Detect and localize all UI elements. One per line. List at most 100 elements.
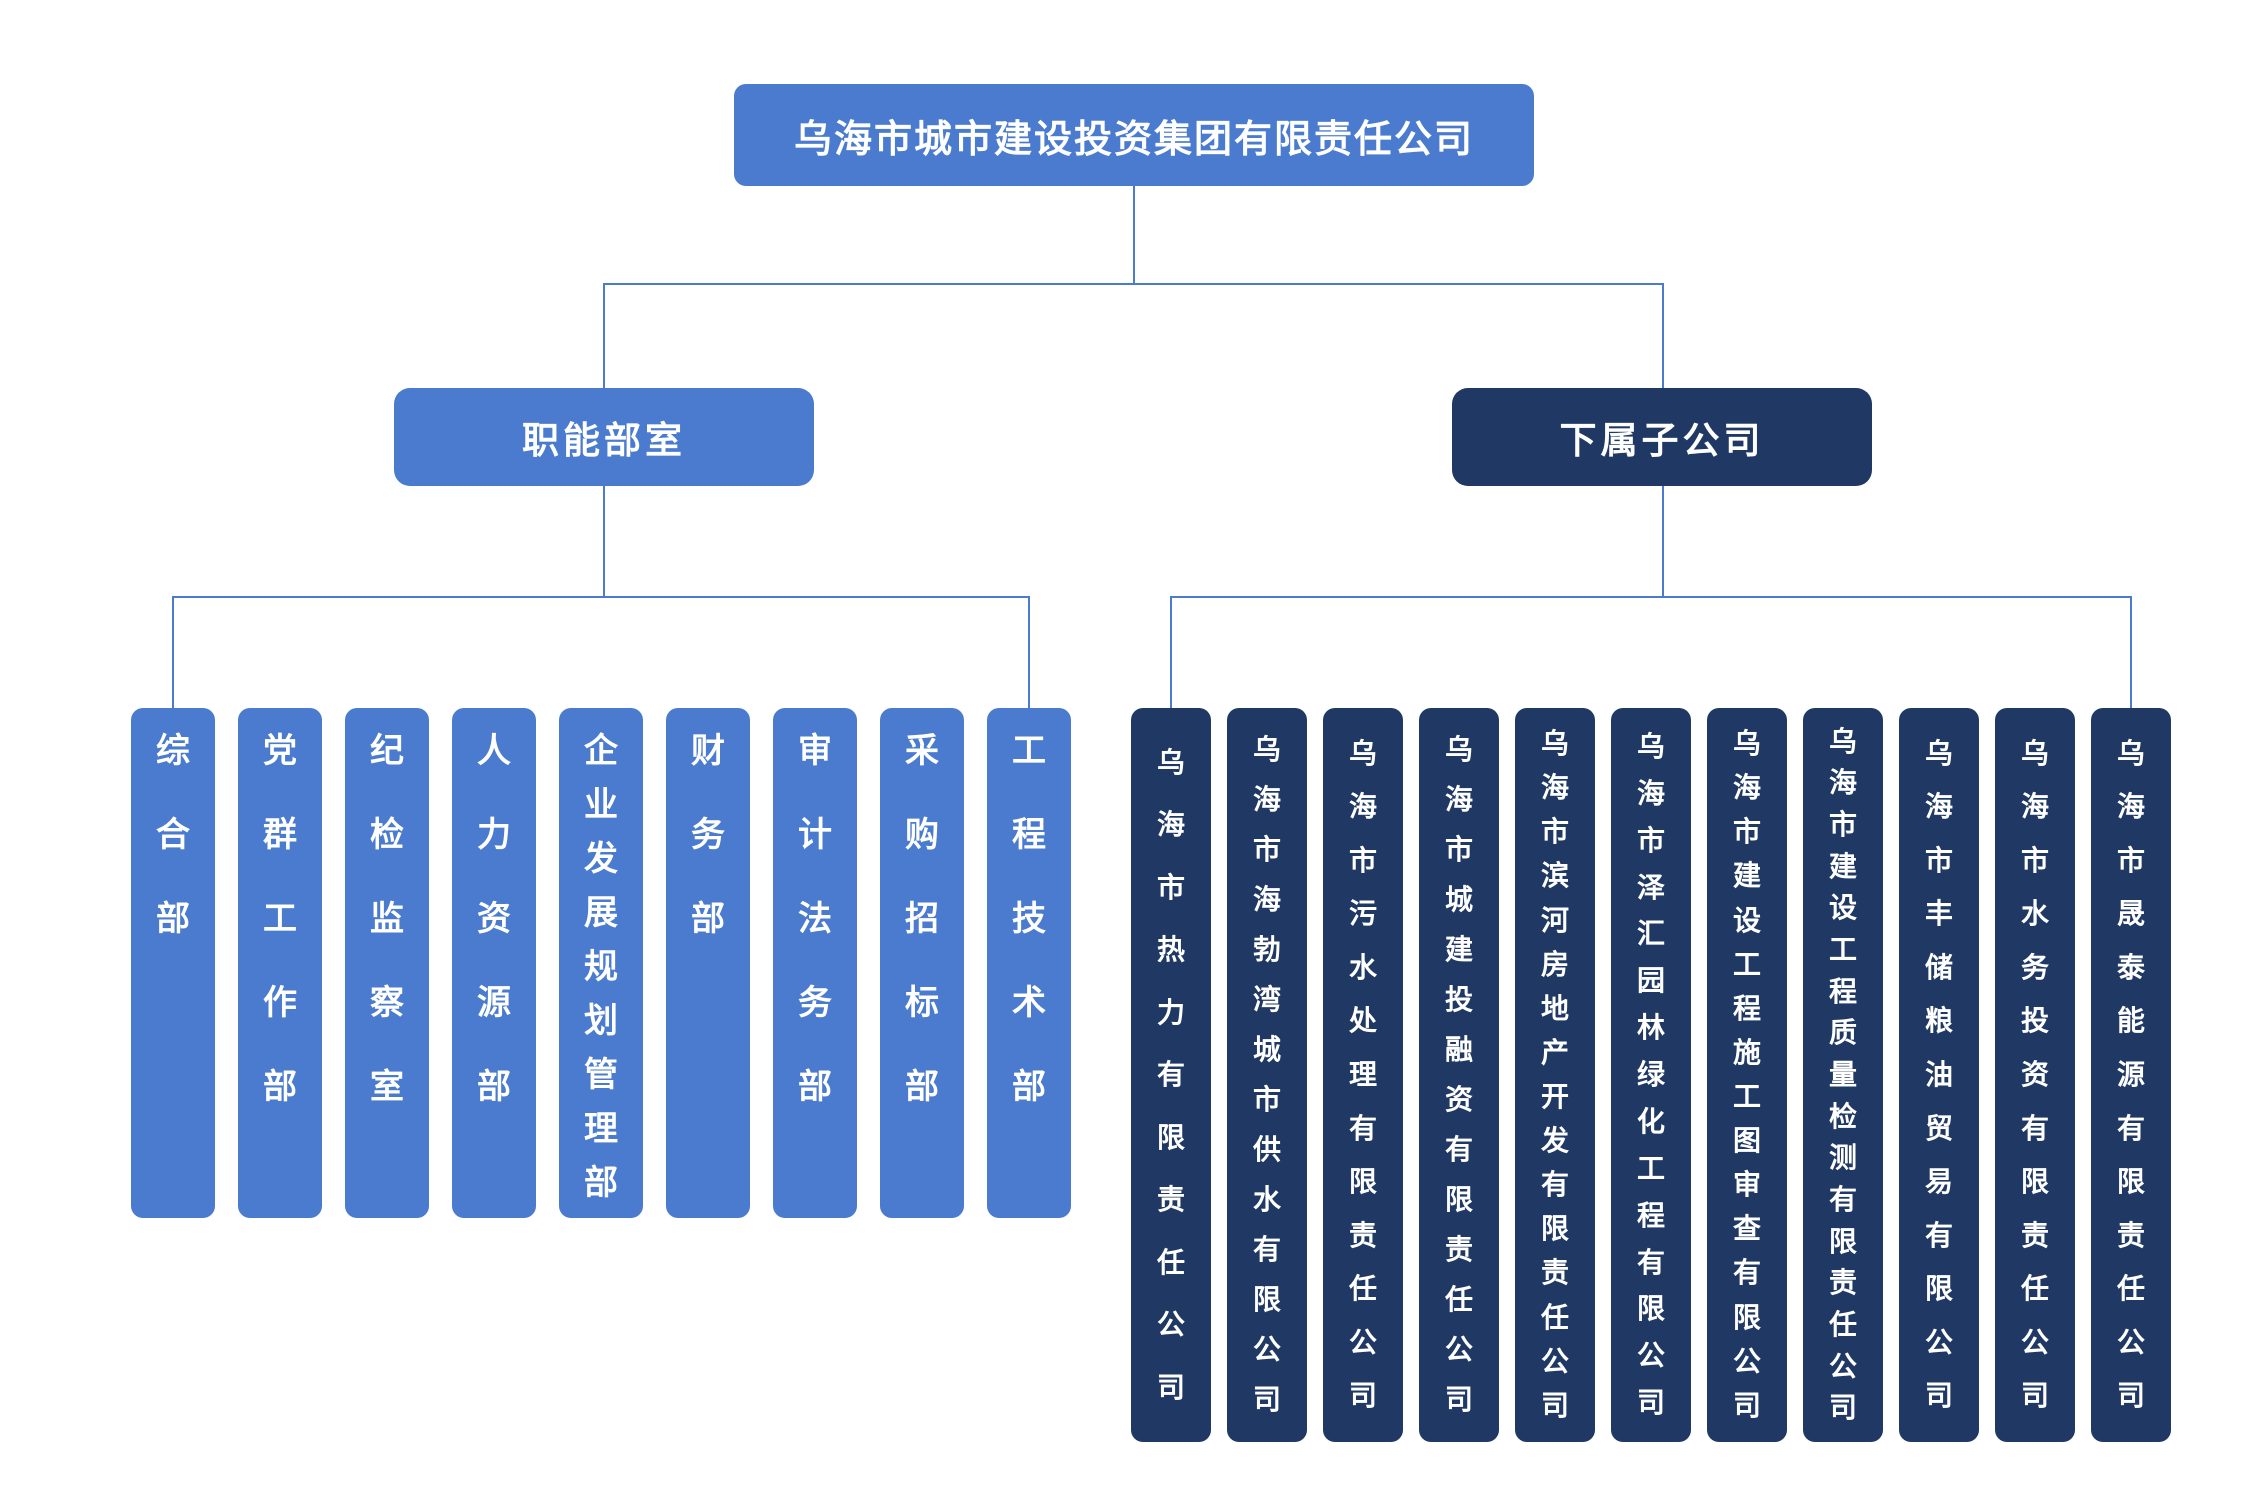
label-char: 规 [584, 948, 618, 986]
label-char: 泰 [2116, 951, 2145, 983]
subsidiary-label: 乌海市海勃湾城市供水有限公司 [1253, 708, 1281, 1442]
label-char: 源 [2116, 1058, 2145, 1090]
subsidiary-node: 乌海市海勃湾城市供水有限公司 [1227, 708, 1307, 1442]
label-char: 查 [1732, 1213, 1761, 1245]
label-char: 合 [156, 816, 190, 854]
label-char: 计 [798, 816, 832, 854]
subsidiary-label: 乌海市丰储粮油贸易有限公司 [1925, 708, 1953, 1442]
label-char: 汇 [1636, 918, 1665, 950]
label-char: 司 [1924, 1380, 1953, 1412]
label-char: 程 [1636, 1199, 1665, 1231]
label-char: 审 [798, 732, 832, 770]
label-char: 设 [1828, 892, 1857, 924]
label-char: 司 [1156, 1371, 1185, 1403]
label-char: 乌 [1732, 728, 1761, 760]
label-char: 工 [1732, 1080, 1761, 1112]
label-char: 室 [370, 1068, 404, 1106]
label-char: 泽 [1636, 871, 1665, 903]
label-char: 司 [2116, 1380, 2145, 1412]
subsidiary-label: 乌海市滨河房地产开发有限责任公司 [1541, 708, 1569, 1442]
label-char: 乌 [1348, 737, 1377, 769]
label-char: 丰 [1924, 898, 1953, 930]
label-char: 工 [263, 900, 297, 938]
label-char: 程 [1828, 975, 1857, 1007]
label-char: 部 [156, 900, 190, 938]
label-char: 市 [2020, 844, 2049, 876]
subsidiary-label: 乌海市泽汇园林绿化工程有限公司 [1637, 708, 1665, 1442]
label-char: 工 [1732, 948, 1761, 980]
connector-subsidiaries-drop [1662, 283, 1664, 389]
label-char: 河 [1540, 904, 1569, 936]
label-char: 财 [691, 732, 725, 770]
label-char: 房 [1540, 948, 1569, 980]
label-char: 管 [584, 1056, 618, 1094]
subsidiary-node: 乌海市污水处理有限责任公司 [1323, 708, 1403, 1442]
label-char: 有 [1924, 1219, 1953, 1251]
branch-node-functional-departments: 职能部室 [394, 388, 814, 486]
label-char: 司 [1732, 1389, 1761, 1421]
label-char: 业 [584, 786, 618, 824]
label-char: 源 [477, 984, 511, 1022]
label-char: 部 [1012, 1068, 1046, 1106]
label-char: 图 [1732, 1125, 1761, 1157]
label-char: 部 [263, 1068, 297, 1106]
label-char: 有 [1828, 1183, 1857, 1215]
label-char: 有 [1732, 1257, 1761, 1289]
subsidiary-label: 乌海市污水处理有限责任公司 [1349, 708, 1377, 1442]
label-char: 乌 [2116, 737, 2145, 769]
label-char: 限 [1156, 1121, 1185, 1153]
label-char: 海 [1540, 772, 1569, 804]
label-char: 投 [2020, 1005, 2049, 1037]
label-char: 有 [1444, 1134, 1473, 1165]
label-char: 市 [1732, 816, 1761, 848]
label-char: 发 [584, 840, 618, 878]
label-char: 党 [263, 732, 297, 770]
label-char: 海 [2020, 791, 2049, 823]
label-char: 设 [1732, 904, 1761, 936]
department-label: 人力资源部 [477, 708, 511, 1218]
label-char: 市 [1636, 824, 1665, 856]
label-char: 有 [1636, 1246, 1665, 1278]
label-char: 海 [1348, 791, 1377, 823]
label-char: 乌 [1156, 746, 1185, 778]
label-char: 城 [1444, 884, 1473, 915]
root-node-company-title: 乌海市城市建设投资集团有限责任公司 [734, 84, 1534, 186]
label-char: 限 [1828, 1225, 1857, 1257]
label-char: 水 [1348, 951, 1377, 983]
department-node: 综合部 [131, 708, 215, 1218]
label-char: 有 [2020, 1112, 2049, 1144]
department-node: 党群工作部 [238, 708, 322, 1218]
label-char: 部 [798, 1068, 832, 1106]
label-char: 司 [1348, 1380, 1377, 1412]
label-char: 任 [1444, 1284, 1473, 1315]
department-node: 企业发展规划管理部 [559, 708, 643, 1218]
label-char: 开 [1540, 1080, 1569, 1112]
label-char: 理 [584, 1110, 618, 1148]
label-char: 法 [798, 900, 832, 938]
label-char: 粮 [1924, 1005, 1953, 1037]
label-char: 部 [477, 1068, 511, 1106]
label-char: 公 [1444, 1334, 1473, 1365]
label-char: 责 [1828, 1267, 1857, 1299]
subsidiary-label: 乌海市热力有限责任公司 [1157, 708, 1185, 1442]
label-char: 乌 [1924, 737, 1953, 769]
label-char: 建 [1732, 860, 1761, 892]
label-char: 限 [1732, 1301, 1761, 1333]
subsidiary-node: 乌海市泽汇园林绿化工程有限公司 [1611, 708, 1691, 1442]
label-char: 展 [584, 894, 618, 932]
label-char: 施 [1732, 1036, 1761, 1068]
label-char: 企 [584, 732, 618, 770]
label-char: 公 [2020, 1326, 2049, 1358]
label-char: 化 [1636, 1105, 1665, 1137]
label-char: 公 [2116, 1326, 2145, 1358]
label-char: 任 [2020, 1273, 2049, 1305]
label-char: 公 [1732, 1345, 1761, 1377]
label-char: 采 [905, 732, 939, 770]
label-char: 司 [1252, 1384, 1281, 1415]
label-char: 理 [1348, 1058, 1377, 1090]
label-char: 务 [691, 816, 725, 854]
department-node: 纪检监察室 [345, 708, 429, 1218]
label-char: 海 [1924, 791, 1953, 823]
connector-functional-horizontal [173, 596, 1030, 598]
label-char: 工 [1828, 933, 1857, 965]
